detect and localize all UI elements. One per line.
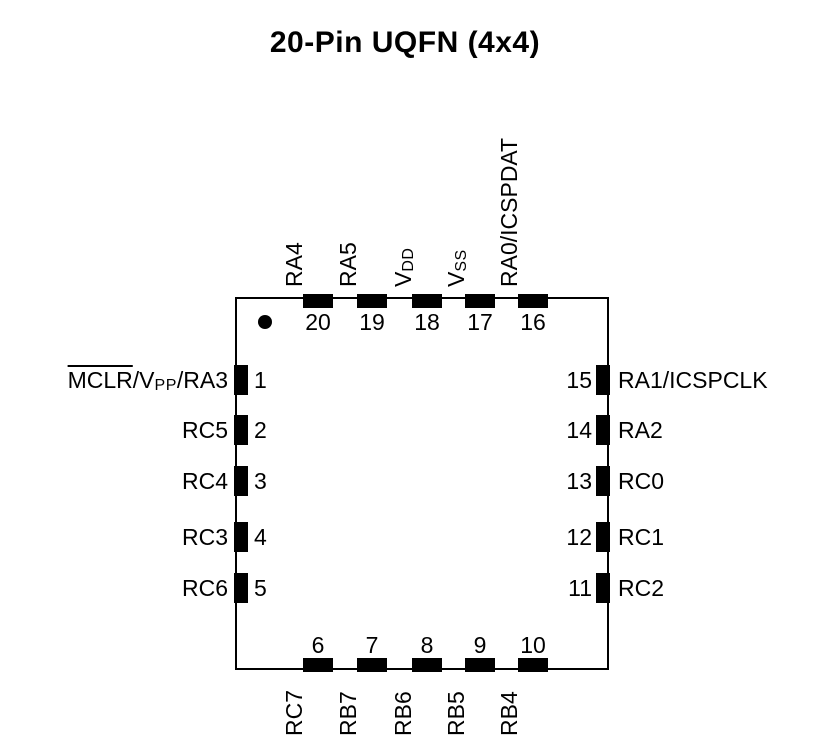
pin-label-ra2: RA2 (618, 417, 663, 443)
pin-pad-3 (234, 466, 248, 496)
pin-label-rb6: RB6 (390, 691, 416, 736)
pin-pad-15 (596, 365, 610, 395)
pin-number-17: 17 (467, 309, 493, 335)
pin-label-rb4: RB4 (496, 691, 522, 736)
pin-label-mclr-vpp-ra3: MCLR/VPP/RA3 (68, 367, 228, 399)
pin-pad-4 (234, 522, 248, 552)
pin-number-12: 12 (566, 524, 592, 550)
diagram-title: 20-Pin UQFN (4x4) (269, 26, 541, 59)
pin-label-vdd: VDD (390, 247, 417, 287)
vss-main: V (443, 271, 469, 287)
pin-label-rb5: RB5 (443, 691, 469, 736)
pin-label-rc6: RC6 (181, 575, 228, 601)
pin-number-11: 11 (568, 575, 592, 601)
pin-pad-1 (234, 365, 248, 395)
pin-number-5: 5 (254, 575, 267, 601)
vdd-main: V (390, 271, 416, 287)
pin-pad-17 (465, 294, 495, 308)
pin-number-8: 8 (420, 632, 434, 658)
vpp-subscript: PP (154, 377, 177, 394)
pin-label-rc5: RC5 (181, 417, 228, 443)
pin-pad-12 (596, 522, 610, 552)
pin1-indicator-dot (258, 315, 272, 329)
pin-number-1: 1 (254, 367, 267, 393)
pin-number-14: 14 (566, 417, 592, 443)
pin-label-ra4: RA4 (281, 242, 307, 287)
pin-pad-14 (596, 415, 610, 445)
pin-label-ra0-icspdat: RA0/ICSPDAT (496, 137, 522, 287)
pin-number-3: 3 (254, 468, 267, 494)
pin-pad-19 (357, 294, 387, 308)
pin-label-ra5: RA5 (335, 242, 361, 287)
pin-number-7: 7 (365, 632, 379, 658)
pin-number-4: 4 (254, 524, 267, 550)
pin-number-19: 19 (359, 309, 385, 335)
pin-label-rc2: RC2 (618, 575, 665, 601)
pin-pad-10 (518, 658, 548, 672)
pin-label-rc1: RC1 (618, 524, 665, 550)
pin-pad-6 (303, 658, 333, 672)
pin-pad-18 (412, 294, 442, 308)
pin-pad-2 (234, 415, 248, 445)
pin-pad-16 (518, 294, 548, 308)
pin-label-rc7: RC7 (281, 689, 307, 736)
chip-package-outline (235, 297, 609, 670)
pin-number-18: 18 (414, 309, 440, 335)
vss-subscript: SS (453, 249, 470, 272)
pin-pad-20 (303, 294, 333, 308)
pin-number-16: 16 (520, 309, 546, 335)
pin-label-vss: VSS (443, 249, 470, 287)
pin-number-10: 10 (520, 632, 546, 658)
pin-label-ra1-icspclk: RA1/ICSPCLK (618, 367, 768, 393)
pin-pad-7 (357, 658, 387, 672)
mclr-seg-b: /RA3 (176, 367, 228, 393)
mclr-overlined: MCLR (67, 367, 133, 393)
pin-label-rc4: RC4 (181, 468, 228, 494)
pin-pad-9 (465, 658, 495, 672)
pin-pad-8 (412, 658, 442, 672)
pin-number-15: 15 (566, 367, 592, 393)
vdd-subscript: DD (400, 247, 417, 272)
pin-number-6: 6 (311, 632, 325, 658)
pin-label-rc3: RC3 (181, 524, 228, 550)
pin-number-13: 13 (566, 468, 592, 494)
pin-pad-11 (596, 573, 610, 603)
pin-number-9: 9 (473, 632, 487, 658)
pin-number-20: 20 (305, 309, 331, 335)
pin-pad-13 (596, 466, 610, 496)
mclr-seg-a: /V (132, 367, 155, 393)
pin-label-rb7: RB7 (335, 691, 361, 736)
pin-number-2: 2 (254, 417, 267, 443)
pin-pad-5 (234, 573, 248, 603)
pin-label-rc0: RC0 (618, 468, 665, 494)
